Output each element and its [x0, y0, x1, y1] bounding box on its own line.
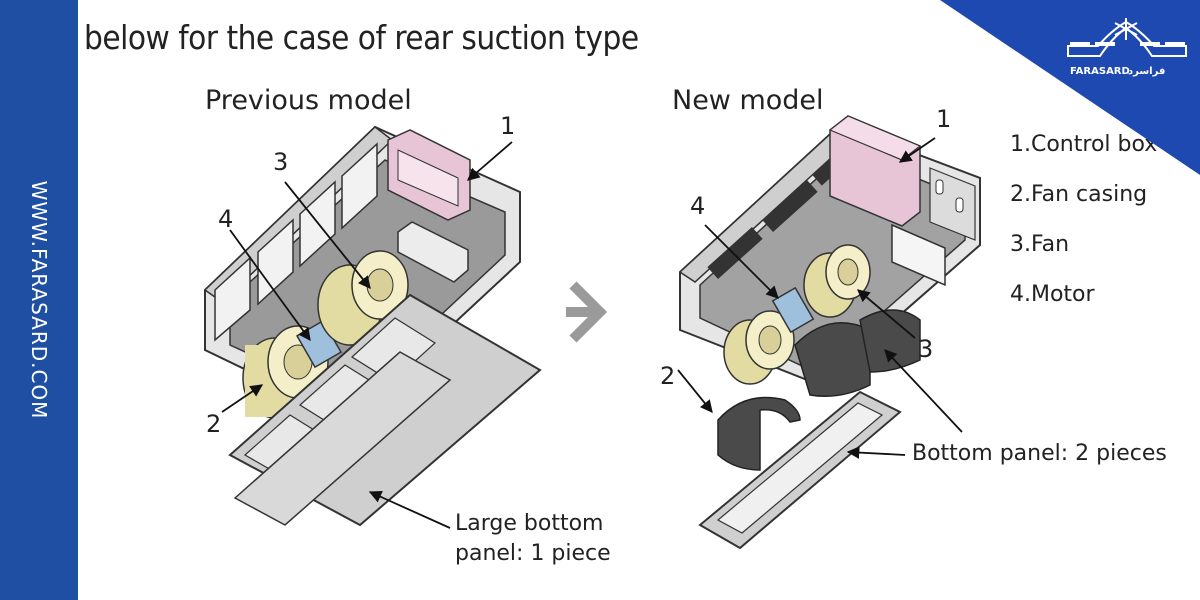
- legend-control-box: 1.Control box: [1010, 132, 1158, 157]
- new-panel-note: Bottom panel: 2 pieces: [912, 441, 1167, 466]
- previous-model-illustration: [203, 125, 542, 527]
- logo-brand-text: FARASARD: [1070, 66, 1130, 77]
- prev-callout-4: 4: [218, 205, 234, 233]
- logo-brand-text-fa: فراسرد: [1128, 66, 1165, 77]
- legend-fan-casing: 2.Fan casing: [1010, 182, 1148, 207]
- page-title: below for the case of rear suction type: [84, 18, 639, 57]
- new-model-heading: New model: [672, 85, 824, 116]
- previous-model-heading: Previous model: [205, 85, 412, 116]
- new-callout-3: 3: [918, 335, 934, 363]
- legend-fan: 3.Fan: [1010, 232, 1070, 257]
- new-model-illustration: [678, 115, 981, 550]
- brand-corner: FARASARD فراسرد: [940, 0, 1200, 175]
- prev-panel-note-line1: Large bottom: [455, 511, 604, 536]
- prev-panel-note-line2: panel: 1 piece: [455, 541, 611, 566]
- snowflake-icon: [1067, 18, 1187, 57]
- transition-arrow-icon: [566, 281, 608, 343]
- new-callout-2: 2: [660, 362, 676, 390]
- prev-callout-2: 2: [206, 410, 222, 438]
- sidebar: WWW.FARASARD.COM: [0, 0, 78, 600]
- farasard-logo[interactable]: FARASARD فراسرد: [940, 0, 1200, 175]
- legend-motor: 4.Motor: [1010, 282, 1095, 307]
- new-callout-1: 1: [936, 105, 952, 133]
- prev-callout-1: 1: [500, 112, 516, 140]
- new-callout-4: 4: [690, 192, 706, 220]
- prev-callout-3: 3: [273, 148, 289, 176]
